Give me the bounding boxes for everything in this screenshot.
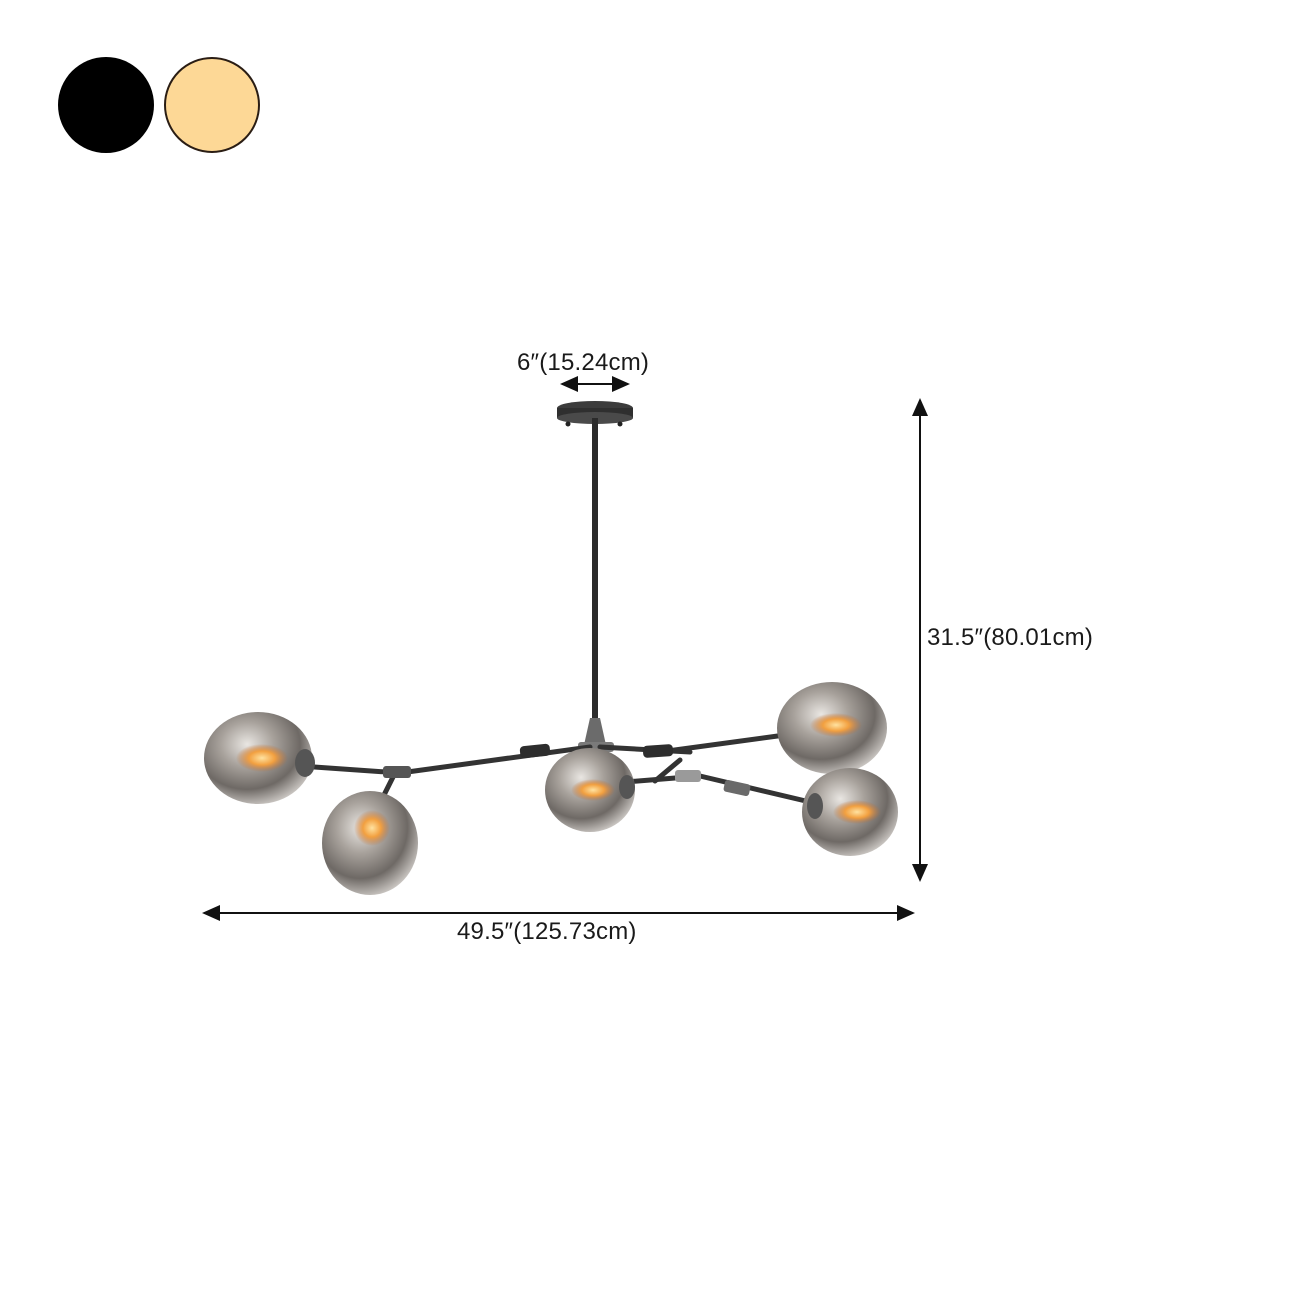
color-swatch-gold[interactable] <box>164 57 260 153</box>
width-label: 49.5″(125.73cm) <box>457 918 637 945</box>
canopy-width-label: 6″(15.24cm) <box>517 349 650 376</box>
globe-5 <box>802 768 898 856</box>
globe-1 <box>204 712 315 804</box>
globe-3 <box>545 748 635 832</box>
height-label: 31.5″(80.01cm) <box>927 624 1094 651</box>
globe-2 <box>322 791 418 895</box>
stem-rod <box>592 418 598 720</box>
color-swatch-black[interactable] <box>58 57 154 153</box>
globe-4 <box>777 682 887 774</box>
hub <box>584 718 606 745</box>
